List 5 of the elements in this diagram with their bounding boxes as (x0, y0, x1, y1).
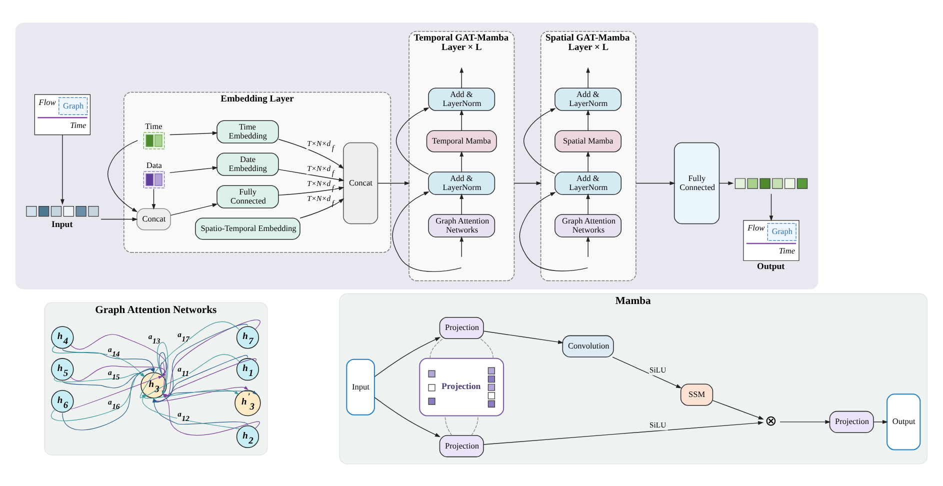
node-text: ⊗ (765, 413, 777, 430)
node-label: Data (146, 160, 162, 170)
node-label: Input (52, 218, 73, 228)
node-label: Time (145, 121, 162, 130)
node-label: Output (757, 260, 785, 270)
